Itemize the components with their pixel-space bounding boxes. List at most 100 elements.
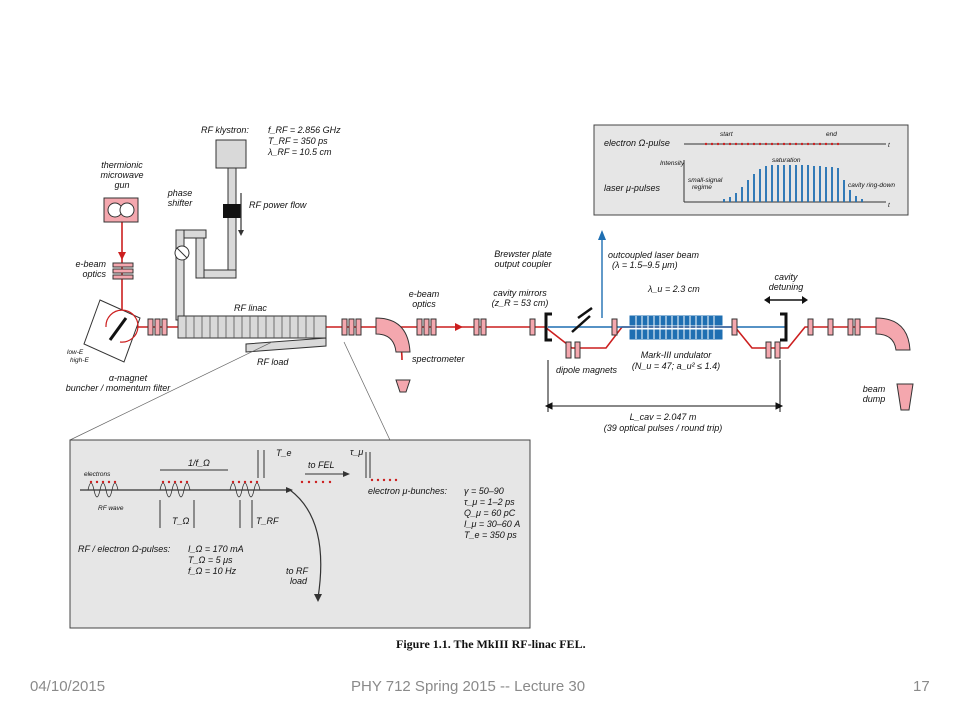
svg-text:T_RF = 350 ps: T_RF = 350 ps xyxy=(268,136,328,146)
spectrometer xyxy=(375,317,411,393)
undulator xyxy=(629,315,723,340)
svg-text:α-magnet: α-magnet xyxy=(109,373,148,383)
footer-page-number: 17 xyxy=(913,678,930,695)
cavity-mirror-left xyxy=(544,312,552,342)
svg-text:shifter: shifter xyxy=(168,198,194,208)
ebeam-optics-mid-label: e-beam optics xyxy=(409,289,440,309)
alpha-magnet xyxy=(83,299,141,363)
svg-text:(z_R = 53 cm): (z_R = 53 cm) xyxy=(492,298,549,308)
svg-text:cavity ring-down: cavity ring-down xyxy=(848,182,895,189)
svg-text:Brewster plate: Brewster plate xyxy=(494,249,552,259)
svg-text:thermionic: thermionic xyxy=(101,160,143,170)
svg-text:microwave: microwave xyxy=(100,170,143,180)
quadrupoles-pre-linac xyxy=(147,318,168,336)
lcav-dimension xyxy=(544,360,784,412)
rf-load-label: RF load xyxy=(257,357,289,367)
svg-text:1/f_Ω: 1/f_Ω xyxy=(188,458,210,468)
svg-text:end: end xyxy=(826,131,837,138)
rf-flow-arrowhead xyxy=(238,230,244,236)
ebeam-optics-left xyxy=(112,262,134,280)
footer-date: 04/10/2015 xyxy=(30,678,106,695)
svg-text:saturation: saturation xyxy=(772,157,801,164)
svg-text:γ = 50–90: γ = 50–90 xyxy=(464,486,504,496)
svg-text:λ_RF = 10.5 cm: λ_RF = 10.5 cm xyxy=(267,147,332,157)
svg-text:dump: dump xyxy=(863,394,886,404)
svg-text:phase: phase xyxy=(167,188,193,198)
svg-text:e-beam: e-beam xyxy=(409,289,440,299)
rf-klystron xyxy=(215,139,247,169)
microwave-gun xyxy=(103,197,139,223)
svg-text:beam: beam xyxy=(863,384,886,394)
svg-text:electron Ω-pulse: electron Ω-pulse xyxy=(604,138,670,148)
footer-course: PHY 712 Spring 2015 -- Lecture 30 xyxy=(351,678,586,695)
svg-text:T_Ω: T_Ω xyxy=(172,516,190,526)
svg-text:(39 optical pulses / round tri: (39 optical pulses / round trip) xyxy=(604,423,723,433)
svg-text:load: load xyxy=(290,576,308,586)
svg-text:I_Ω = 170 mA: I_Ω = 170 mA xyxy=(188,544,244,554)
svg-text:start: start xyxy=(720,131,734,138)
svg-text:e-beam: e-beam xyxy=(75,259,106,269)
beam-arrow-right xyxy=(455,323,463,331)
figure-caption: Figure 1.1. The MkIII RF-linac FEL. xyxy=(396,637,586,651)
svg-text:T_Ω = 5 μs: T_Ω = 5 μs xyxy=(188,555,233,565)
rf-linac-label: RF linac xyxy=(234,303,267,313)
phase-shifter-label: phase shifter xyxy=(167,188,194,208)
svg-text:f_Ω = 10 Hz: f_Ω = 10 Hz xyxy=(188,566,237,576)
rf-power-flow-label: RF power flow xyxy=(249,200,307,210)
undulator-label: Mark-III undulator (N_u = 47; a_u² ≤ 1.4… xyxy=(632,350,720,371)
alpha-small-labels: low-E high-E xyxy=(67,349,89,364)
svg-text:T_RF: T_RF xyxy=(256,516,279,526)
spectrometer-label: spectrometer xyxy=(412,354,466,364)
svg-text:Intensity: Intensity xyxy=(660,160,685,167)
dipole-magnets-label: dipole magnets xyxy=(556,365,618,375)
svg-text:buncher / momentum filter: buncher / momentum filter xyxy=(66,383,172,393)
svg-text:regime: regime xyxy=(692,184,712,191)
svg-text:output coupler: output coupler xyxy=(494,259,552,269)
lcav-label: L_cav = 2.047 m (39 optical pulses / rou… xyxy=(604,412,723,433)
svg-text:f_RF = 2.856 GHz: f_RF = 2.856 GHz xyxy=(268,125,341,135)
svg-text:τ_μ = 1–2 ps: τ_μ = 1–2 ps xyxy=(464,497,515,507)
svg-text:detuning: detuning xyxy=(769,282,804,292)
dipole-magnets xyxy=(529,318,814,359)
svg-text:electrons: electrons xyxy=(84,471,111,478)
svg-text:electron μ-bunches:: electron μ-bunches: xyxy=(368,486,447,496)
gun-label: thermionic microwave gun xyxy=(100,160,143,190)
ebeam-optics-mid xyxy=(416,318,487,336)
waveguide xyxy=(175,167,237,321)
svg-text:T_e = 350 ps: T_e = 350 ps xyxy=(464,530,517,540)
svg-text:cavity: cavity xyxy=(774,272,798,282)
svg-text:Mark-III undulator: Mark-III undulator xyxy=(641,350,713,360)
svg-text:optics: optics xyxy=(412,299,436,309)
svg-text:optics: optics xyxy=(82,269,106,279)
svg-text:to RF: to RF xyxy=(286,566,309,576)
cavity-detuning-label: cavity detuning xyxy=(769,272,804,292)
svg-text:T_e: T_e xyxy=(276,448,292,458)
svg-text:to FEL: to FEL xyxy=(308,460,335,470)
svg-text:τ_μ: τ_μ xyxy=(350,447,363,457)
svg-text:outcoupled laser beam: outcoupled laser beam xyxy=(608,250,700,260)
inset-rf-bunching: electrons RF wave 1/f_Ω T_e to FEL τ_μ T… xyxy=(69,439,531,629)
beam-arrow-down xyxy=(118,252,126,260)
svg-text:laser μ-pulses: laser μ-pulses xyxy=(604,183,660,193)
beam-dump-label: beam dump xyxy=(863,384,886,404)
svg-text:L_cav = 2.047 m: L_cav = 2.047 m xyxy=(630,412,697,422)
ebeam-optics-left-label: e-beam optics xyxy=(75,259,106,279)
outcoupled-arrow xyxy=(598,230,606,240)
detuning-arrow xyxy=(764,296,808,304)
svg-text:I_μ = 30–60 A: I_μ = 30–60 A xyxy=(464,519,520,529)
quadrupoles-post-linac xyxy=(341,318,362,336)
lambda-u-label: λ_u = 2.3 cm xyxy=(647,284,700,294)
outcoupled-label: outcoupled laser beam (λ = 1.5–9.5 μm) xyxy=(608,250,700,270)
beam-dump xyxy=(827,317,914,411)
svg-text:RF wave: RF wave xyxy=(98,505,124,512)
rf-linac xyxy=(177,315,327,353)
brewster-plate xyxy=(571,306,593,333)
svg-text:(N_u = 47; a_u² ≤ 1.4): (N_u = 47; a_u² ≤ 1.4) xyxy=(632,361,720,371)
svg-text:gun: gun xyxy=(114,180,129,190)
svg-text:cavity mirrors: cavity mirrors xyxy=(493,288,547,298)
svg-text:t: t xyxy=(888,142,891,149)
svg-text:low-E: low-E xyxy=(67,349,84,356)
cavity-mirror-right xyxy=(780,312,788,342)
svg-text:high-E: high-E xyxy=(70,357,89,364)
svg-text:RF / electron Ω-pulses:: RF / electron Ω-pulses: xyxy=(78,544,171,554)
